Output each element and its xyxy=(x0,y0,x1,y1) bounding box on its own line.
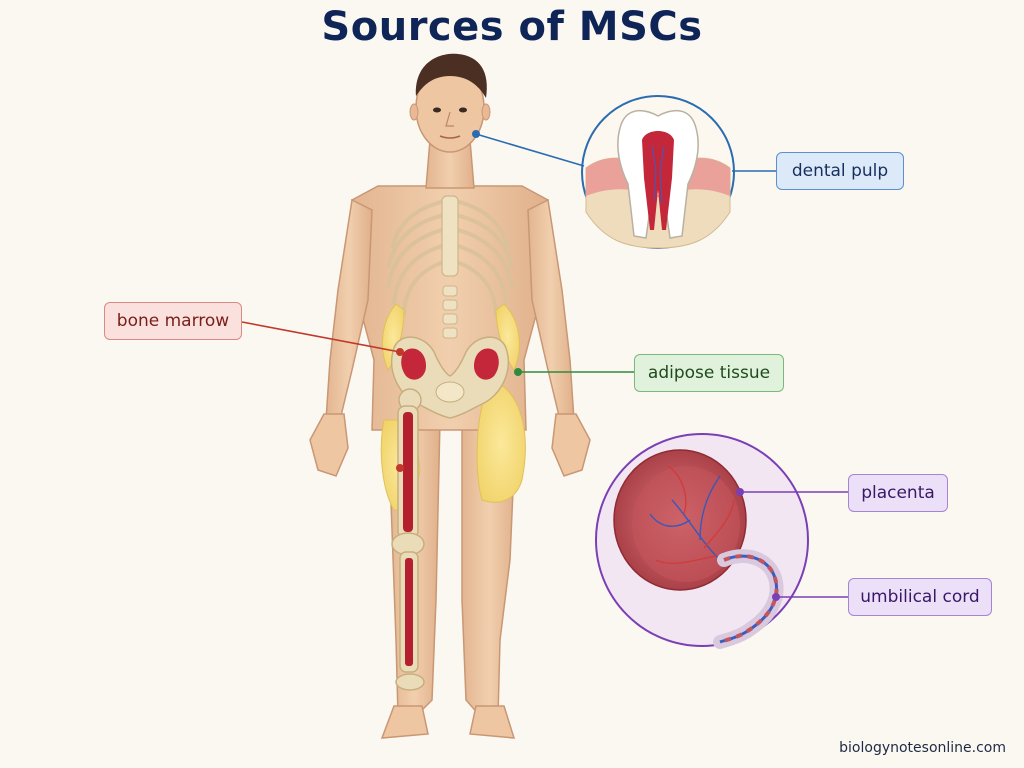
leg-bones xyxy=(391,388,425,691)
label-dental-pulp: dental pulp xyxy=(776,152,904,190)
nose xyxy=(445,111,454,127)
left-foot xyxy=(469,705,516,739)
label-bone-marrow-text: bone marrow xyxy=(116,311,230,331)
label-adipose-tissue-text: adipose tissue xyxy=(647,363,771,383)
mouth xyxy=(439,135,461,139)
right-foot xyxy=(380,705,429,739)
left-hand xyxy=(551,413,591,477)
spine xyxy=(441,195,459,339)
right-ear xyxy=(409,103,419,121)
right-hand xyxy=(309,413,349,477)
label-dental-pulp-text: dental pulp xyxy=(791,161,889,181)
source-footer: biologynotesonline.com xyxy=(839,740,1006,756)
right-arm xyxy=(325,198,373,421)
right-eye xyxy=(433,107,441,113)
ribcage xyxy=(386,198,514,317)
label-adipose-tissue: adipose tissue xyxy=(634,354,784,392)
page-title: Sources of MSCs xyxy=(321,4,703,50)
label-umbilical-cord-text: umbilical cord xyxy=(860,587,980,607)
hair xyxy=(415,53,487,98)
leader-lines xyxy=(241,130,848,601)
label-placenta-text: placenta xyxy=(861,483,935,503)
left-eye xyxy=(459,107,467,113)
left-arm xyxy=(527,198,575,421)
label-umbilical-cord: umbilical cord xyxy=(848,578,992,616)
placenta-inset xyxy=(595,433,809,649)
human-figure xyxy=(309,53,591,739)
tooth-inset xyxy=(581,95,735,249)
label-placenta: placenta xyxy=(848,474,948,512)
label-bone-marrow: bone marrow xyxy=(104,302,242,340)
left-ear xyxy=(481,103,491,121)
